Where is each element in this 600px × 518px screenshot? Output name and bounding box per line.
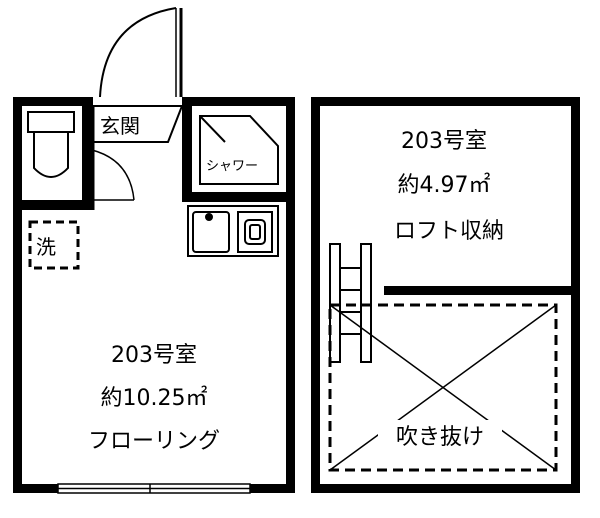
shower-pan [199, 115, 279, 185]
entrance-label: 玄関 [100, 114, 140, 138]
front-door [99, 7, 183, 98]
shower-label: シャワー [206, 159, 258, 174]
ladder [329, 243, 372, 363]
washer-label: 洗 [36, 235, 56, 259]
toilet-icon [27, 111, 75, 178]
left-room-number: 203号室 [111, 343, 197, 368]
loft-storage-label: ロフト収納 [394, 219, 504, 244]
entrance-area [91, 105, 184, 210]
loft-edge-wall [384, 286, 571, 295]
outer-walls [13, 97, 295, 493]
right-floor-plan [311, 97, 580, 493]
void-area [328, 303, 558, 472]
loft-area: 約4.97㎡ [398, 172, 491, 198]
right-room-number: 203号室 [401, 129, 487, 154]
window [57, 483, 251, 494]
void-label-bg [378, 420, 502, 452]
kitchen-counter [187, 205, 279, 257]
floor-type-label: フローリング [88, 429, 220, 454]
left-floor-plan [13, 7, 295, 494]
loft-outer-walls [311, 97, 580, 493]
void-label: 吹き抜け [396, 425, 484, 450]
left-room-area: 約10.25㎡ [101, 385, 208, 411]
sink-icon [192, 211, 230, 253]
stove-icon [237, 211, 273, 253]
shower-room [182, 106, 286, 202]
toilet-room [22, 106, 135, 210]
washer-space [28, 220, 80, 270]
